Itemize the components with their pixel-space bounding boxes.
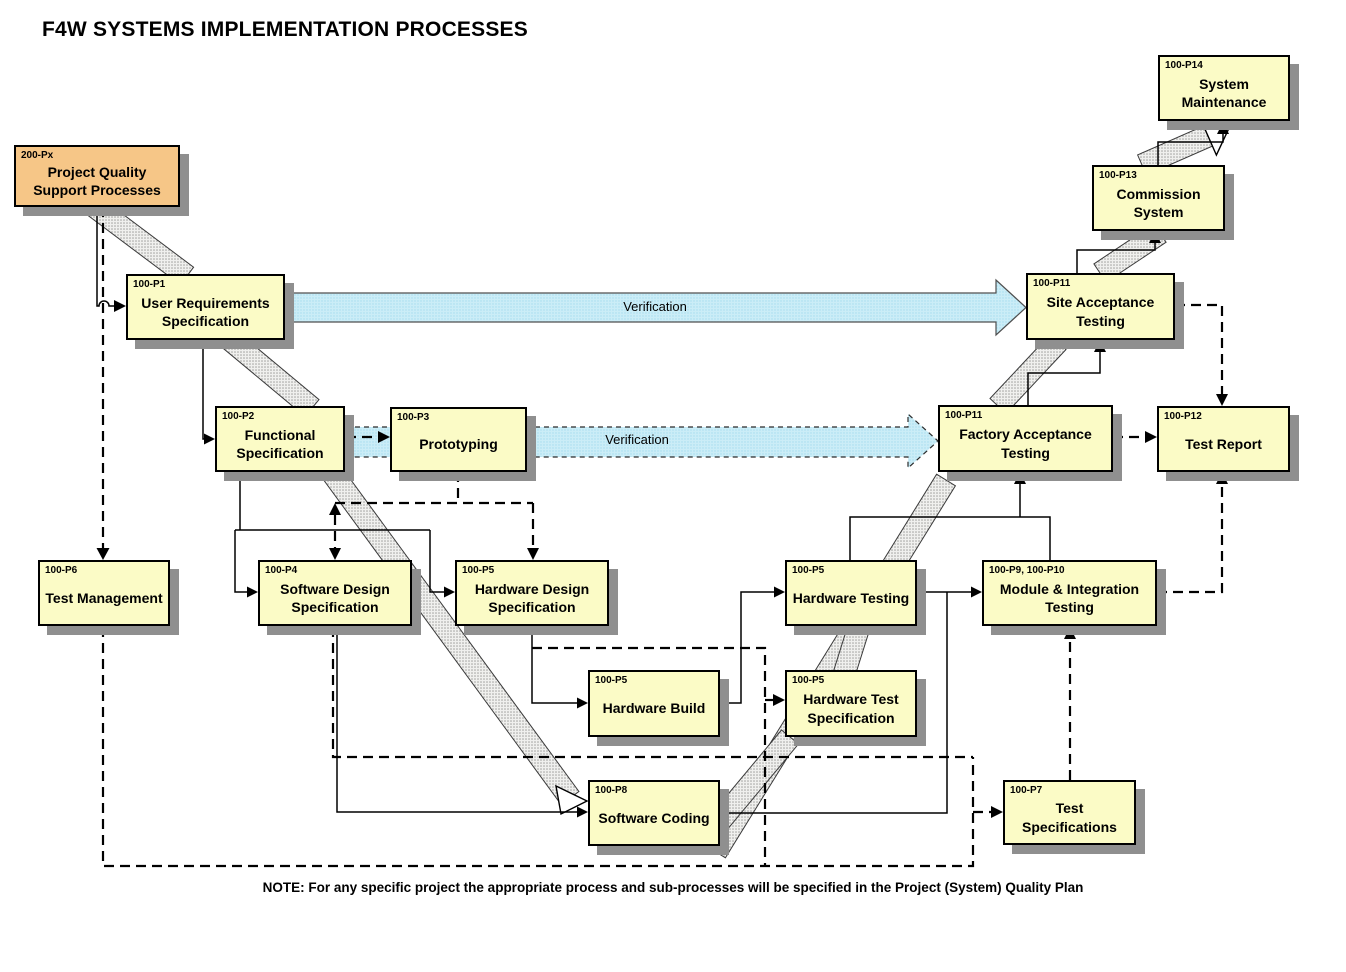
process-code: 100-P5 xyxy=(462,565,495,576)
process-box-software-design-specification: 100-P4 Software Design Specification xyxy=(258,560,412,626)
process-name: Test Management xyxy=(45,589,163,606)
process-name: Site Acceptance Testing xyxy=(1046,294,1155,329)
band-fs-to-sc xyxy=(320,462,580,806)
process-box-functional-specification: 100-P2 Functional Specification xyxy=(215,406,345,472)
process-code: 100-P3 xyxy=(397,412,430,423)
process-name: Hardware Testing xyxy=(792,589,910,606)
band-pqsp-to-urs xyxy=(87,197,195,286)
hatched-bands xyxy=(87,115,1231,859)
verification-label-top: Verification xyxy=(623,299,687,314)
footnote: NOTE: For any specific project the appro… xyxy=(262,880,1084,895)
process-code: 100-P5 xyxy=(792,565,825,576)
process-name: System Maintenance xyxy=(1181,75,1267,110)
process-code: 100-P2 xyxy=(222,411,255,422)
process-box-prototyping: 100-P3 Prototyping xyxy=(390,407,527,472)
process-box-commission-system: 100-P13 Commission System xyxy=(1092,165,1225,231)
process-box-test-management: 100-P6 Test Management xyxy=(38,560,170,626)
process-box-project-quality-support: 200-Px Project Quality Support Processes xyxy=(14,145,180,207)
process-code: 100-P11 xyxy=(1033,278,1071,289)
process-code: 100-P5 xyxy=(792,675,825,686)
process-name: Project Quality Support Processes xyxy=(33,163,161,198)
process-box-test-specifications: 100-P7 Test Specifications xyxy=(1003,780,1136,845)
process-name: Test Report xyxy=(1185,435,1262,452)
dashed-connectors xyxy=(96,207,1228,868)
verification-arrow-top xyxy=(284,278,1027,337)
process-name: Hardware Design Specification xyxy=(474,580,590,615)
process-name: Prototyping xyxy=(419,436,498,453)
process-name: Test Specifications xyxy=(1022,800,1117,835)
process-name: Commission System xyxy=(1116,185,1201,220)
process-code: 100-P13 xyxy=(1099,170,1137,181)
process-box-software-coding: 100-P8 Software Coding xyxy=(588,780,720,846)
process-box-hardware-design-specification: 100-P5 Hardware Design Specification xyxy=(455,560,609,626)
process-name: Factory Acceptance Testing xyxy=(959,426,1092,461)
process-code: 100-P5 xyxy=(595,675,628,686)
process-box-test-report: 100-P12 Test Report xyxy=(1157,406,1290,472)
process-code: 100-P8 xyxy=(595,785,628,796)
process-code: 100-P6 xyxy=(45,565,78,576)
process-box-hardware-build: 100-P5 Hardware Build xyxy=(588,670,720,737)
process-code: 100-P7 xyxy=(1010,785,1043,796)
verification-label-mid: Verification xyxy=(605,432,669,447)
process-name: Module & Integration Testing xyxy=(999,580,1140,615)
process-code: 100-P12 xyxy=(1164,411,1202,422)
process-code: 100-P14 xyxy=(1165,60,1203,71)
process-box-system-maintenance: 100-P14 System Maintenance xyxy=(1158,55,1290,121)
band-urs-to-fs xyxy=(220,328,320,418)
process-code: 100-P11 xyxy=(945,410,983,421)
process-name: Hardware Test Specification xyxy=(803,691,899,726)
process-name: Software Design Specification xyxy=(280,580,390,615)
process-box-hardware-testing: 100-P5 Hardware Testing xyxy=(785,560,917,626)
process-code: 100-P1 xyxy=(133,279,166,290)
process-code: 100-P4 xyxy=(265,565,298,576)
process-box-user-requirements-specification: 100-P1 User Requirements Specification xyxy=(126,274,285,340)
process-box-hardware-test-specification: 100-P5 Hardware Test Specification xyxy=(785,670,917,737)
solid-connectors xyxy=(96,122,1229,818)
page-title: F4W SYSTEMS IMPLEMENTATION PROCESSES xyxy=(42,18,528,41)
process-code: 100-P9, 100-P10 xyxy=(989,565,1065,576)
process-name: Hardware Build xyxy=(602,700,706,717)
process-name: Functional Specification xyxy=(236,426,324,461)
process-box-factory-acceptance-testing: 100-P11 Factory Acceptance Testing xyxy=(938,405,1113,472)
band-arrowhead-sc xyxy=(555,784,589,816)
process-name: Software Coding xyxy=(598,809,710,826)
process-box-module-integration-testing: 100-P9, 100-P10 Module & Integration Tes… xyxy=(982,560,1157,626)
process-box-site-acceptance-testing: 100-P11 Site Acceptance Testing xyxy=(1026,273,1175,340)
process-code: 200-Px xyxy=(21,150,54,161)
process-name: User Requirements Specification xyxy=(141,294,270,329)
